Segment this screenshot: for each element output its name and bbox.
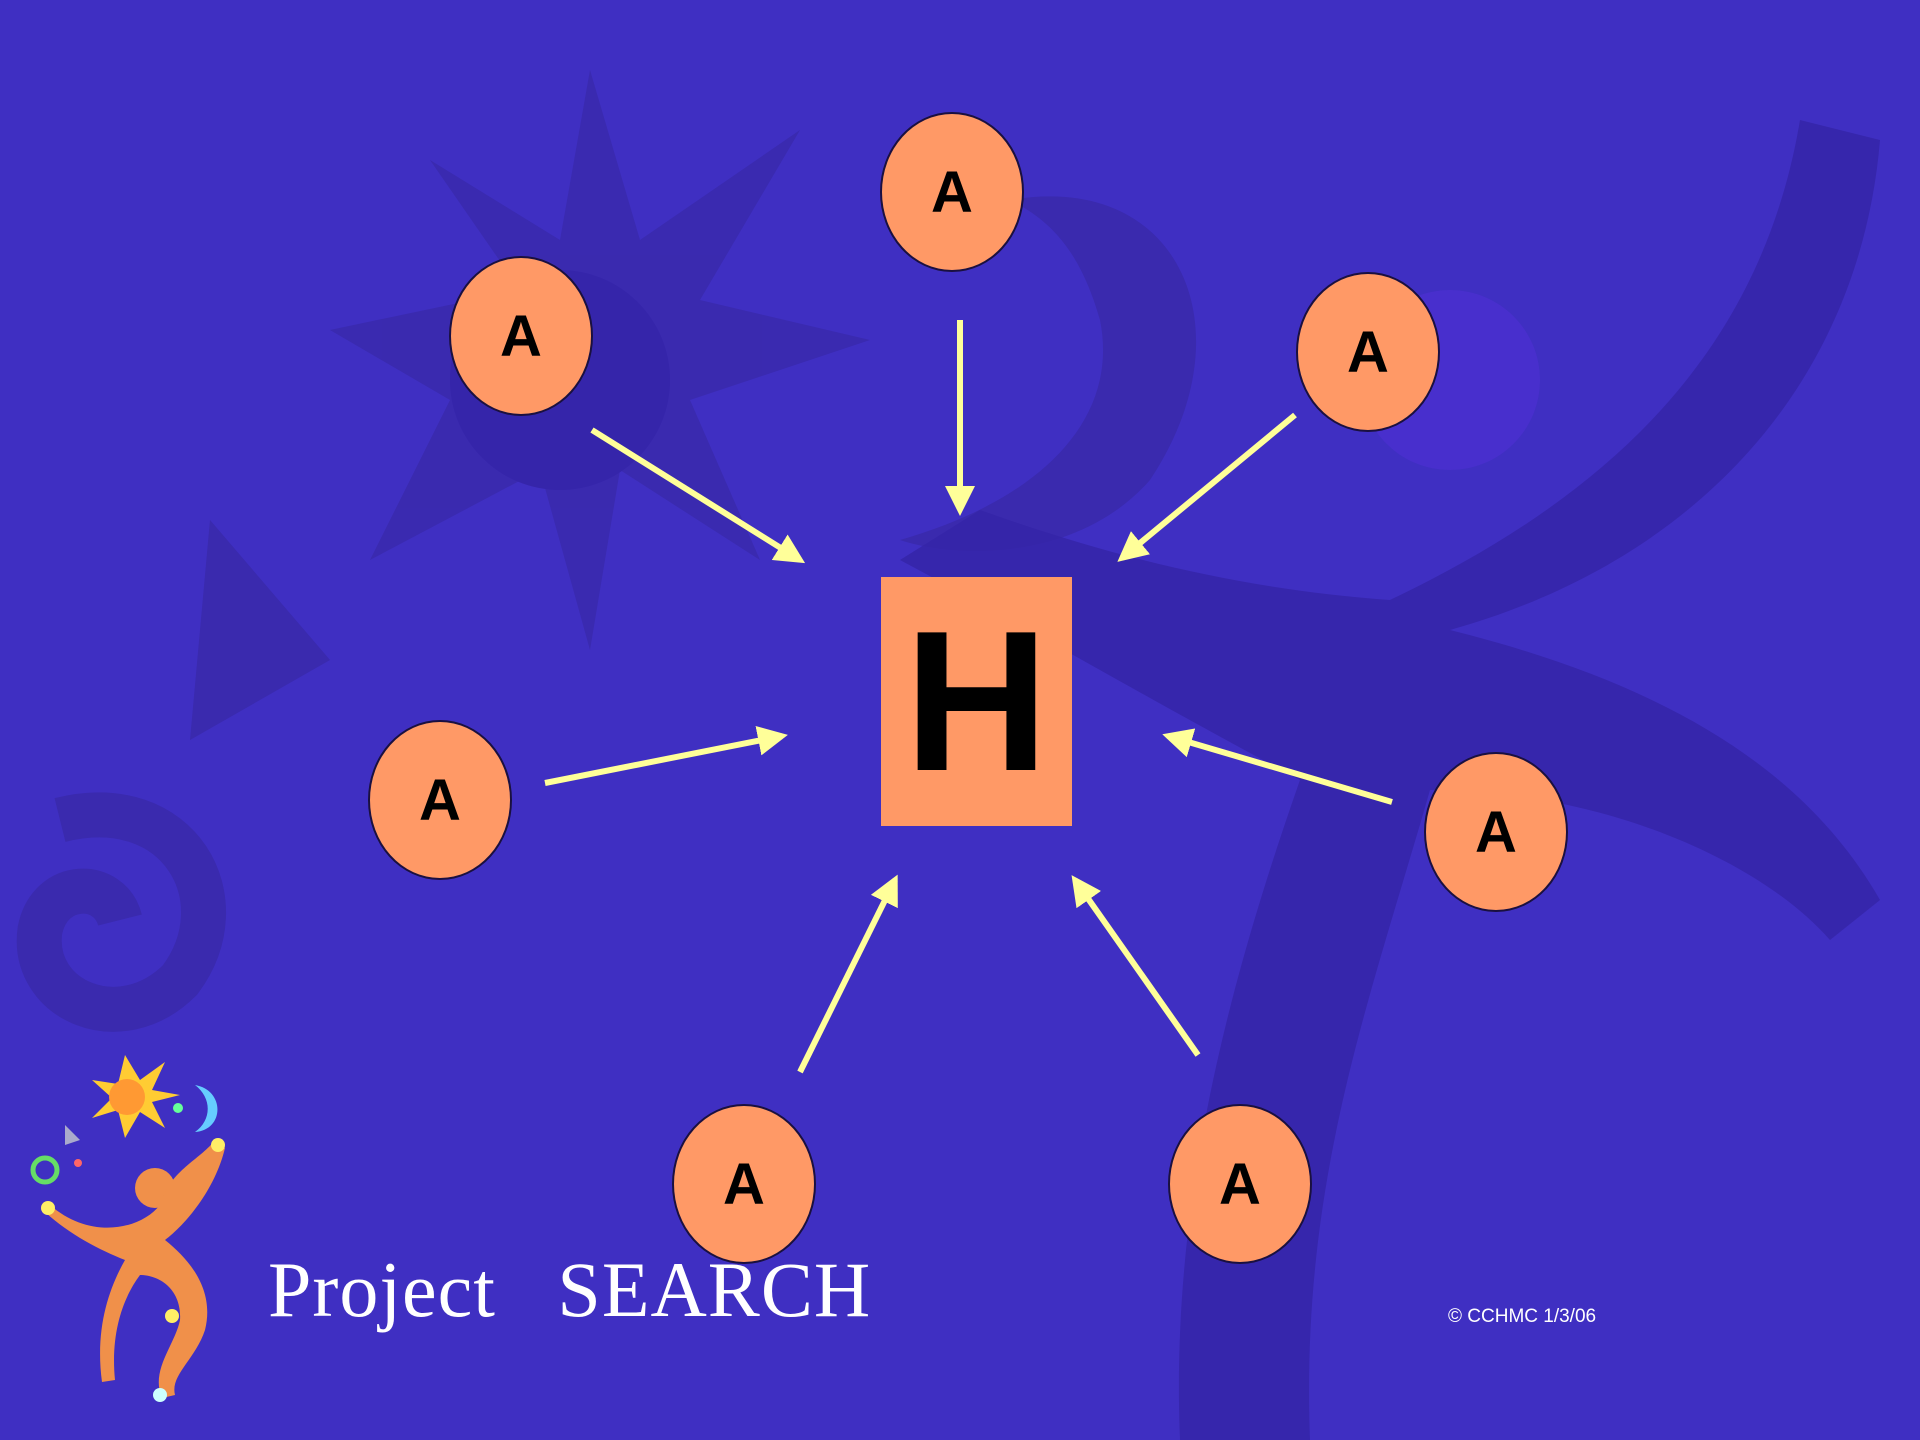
node-left: A [368, 720, 512, 880]
swirl-shape [16, 792, 226, 1032]
arrow-top-right [1117, 412, 1297, 562]
node-top: A [880, 112, 1024, 272]
hub-box: H [881, 577, 1072, 826]
node-bottom-left: A [672, 1104, 816, 1264]
triangle-shape [190, 520, 330, 740]
arrow-left [544, 725, 788, 786]
arrow-bottom-right [1071, 875, 1201, 1057]
copyright-notice: © CCHMC 1/3/06 [1448, 1306, 1597, 1327]
node-top-right: A [1296, 272, 1440, 432]
arrow-top-left [590, 427, 806, 564]
node-right: A [1424, 752, 1568, 912]
node-bottom-right: A [1168, 1104, 1312, 1264]
arrow-right [1162, 728, 1393, 805]
sun-shape [330, 70, 870, 650]
moon-shape [900, 196, 1197, 552]
arrows [544, 320, 1393, 1074]
node-top-left: A [449, 256, 593, 416]
logo-wordmark: Project SEARCH [268, 1246, 872, 1333]
logo-figure-icon [30, 1055, 225, 1402]
arrow-bottom-left [797, 874, 898, 1074]
figure-shape [900, 120, 1880, 1440]
